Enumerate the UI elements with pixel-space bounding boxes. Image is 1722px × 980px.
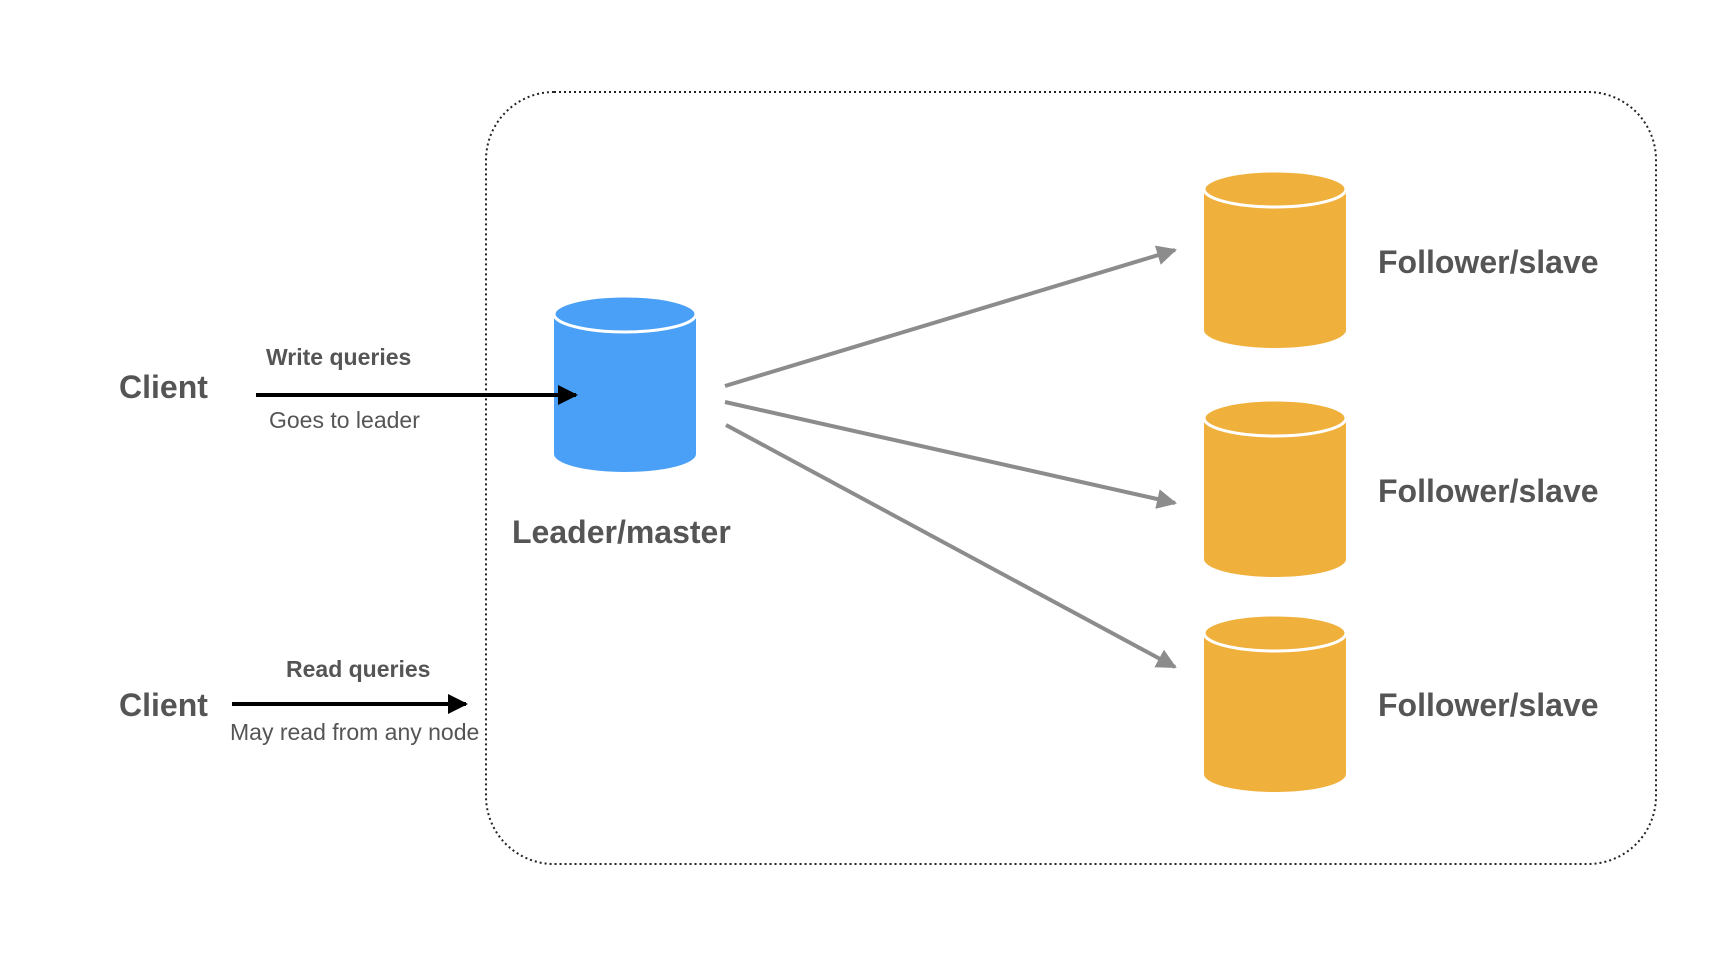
read-queries-title: Read queries bbox=[286, 656, 430, 682]
replication-arrow bbox=[724, 400, 1177, 509]
follower-database-icon bbox=[1202, 169, 1348, 348]
write-queries-caption: Goes to leader bbox=[269, 407, 420, 433]
replication-arrow bbox=[724, 245, 1177, 388]
reader-client-label: Client bbox=[119, 687, 208, 723]
follower-label: Follower/slave bbox=[1378, 687, 1599, 723]
follower-label: Follower/slave bbox=[1378, 244, 1599, 280]
cluster-boundary bbox=[485, 91, 1657, 865]
follower-database-icon bbox=[1202, 398, 1348, 577]
write-queries-title: Write queries bbox=[266, 344, 411, 370]
replication-arrow bbox=[725, 423, 1177, 669]
follower-database-icon bbox=[1202, 613, 1348, 792]
leader-database-icon bbox=[552, 294, 698, 472]
read-queries-caption: May read from any node bbox=[230, 719, 479, 745]
writer-client-label: Client bbox=[119, 369, 208, 405]
leader-label: Leader/master bbox=[512, 514, 731, 550]
follower-label: Follower/slave bbox=[1378, 473, 1599, 509]
